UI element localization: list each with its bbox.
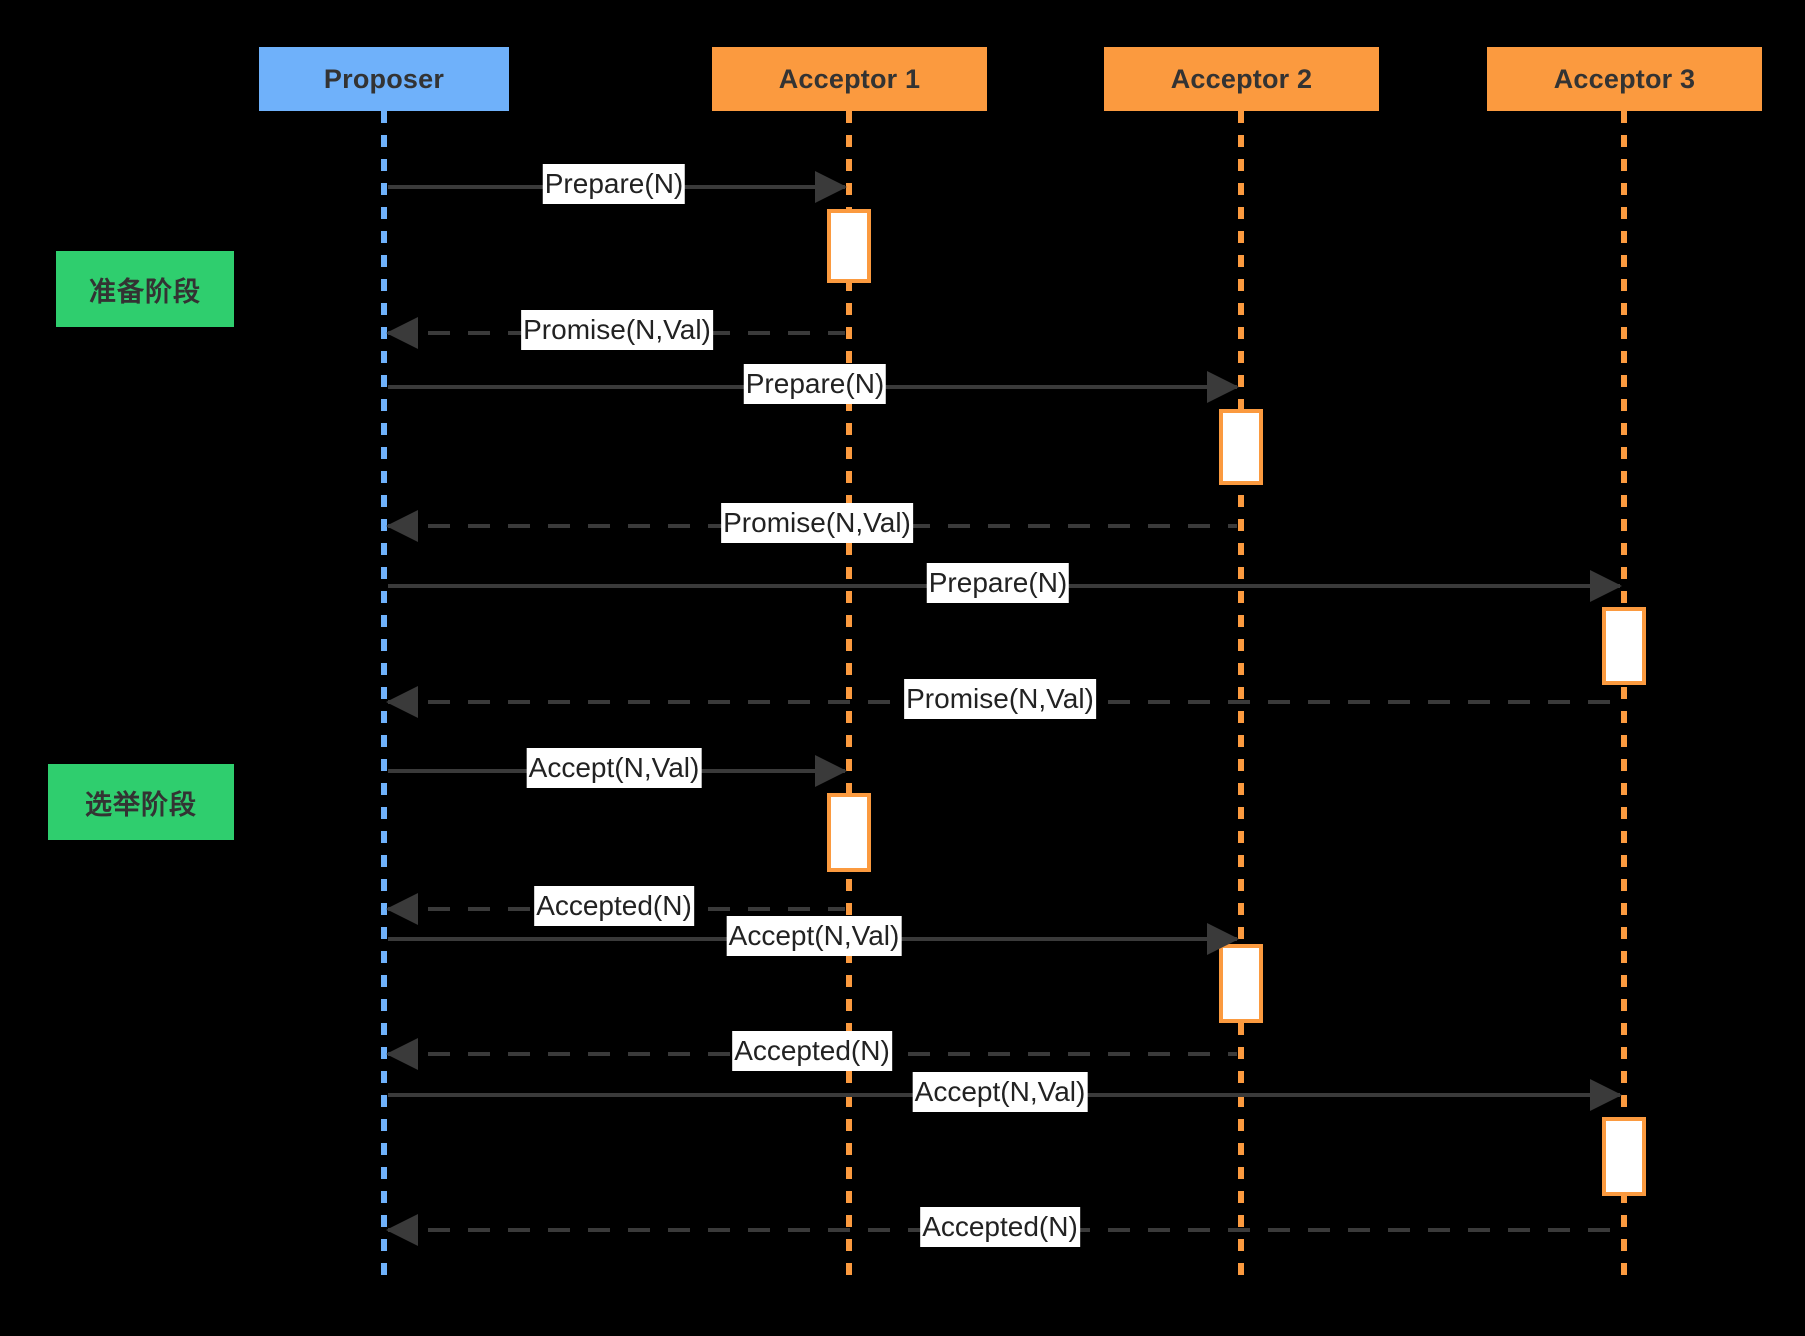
arrowhead-left-icon: [386, 317, 418, 349]
participant-acceptor3[interactable]: Acceptor 3: [1487, 47, 1762, 111]
message-label: Accept(N,Val): [526, 748, 702, 788]
participant-proposer[interactable]: Proposer: [259, 47, 509, 111]
activation-a1-accept: [827, 793, 871, 872]
lifeline-acceptor1: [846, 111, 852, 1280]
activation-a2-accept: [1219, 944, 1263, 1023]
participant-acceptor1[interactable]: Acceptor 1: [712, 47, 987, 111]
message-label: Promise(N,Val): [521, 310, 713, 350]
arrowhead-right-icon: [1207, 371, 1239, 403]
message-m8: Accepted(N): [386, 886, 845, 926]
message-m3: Prepare(N): [388, 364, 1239, 404]
arrowhead-right-icon: [815, 755, 847, 787]
participant-label: Acceptor 1: [778, 63, 921, 94]
message-label: Promise(N,Val): [904, 679, 1096, 719]
message-m9: Accept(N,Val): [388, 916, 1239, 956]
message-m12: Accepted(N): [386, 1207, 1620, 1247]
message-label: Promise(N,Val): [721, 503, 913, 543]
phase-note-label: 选举阶段: [85, 789, 197, 820]
lifeline-proposer: [381, 111, 387, 1280]
arrowhead-right-icon: [1590, 1079, 1622, 1111]
message-m4: Promise(N,Val): [386, 503, 1237, 543]
message-label: Prepare(N): [542, 164, 686, 204]
arrowhead-left-icon: [386, 1214, 418, 1246]
message-m5: Prepare(N): [388, 563, 1622, 603]
activation-a3-prepare: [1602, 607, 1646, 685]
message-label: Accepted(N): [534, 886, 694, 926]
arrowhead-right-icon: [815, 171, 847, 203]
message-m1: Prepare(N): [388, 164, 847, 204]
message-m7: Accept(N,Val): [388, 748, 847, 788]
message-label: Accept(N,Val): [912, 1072, 1088, 1112]
arrowhead-left-icon: [386, 893, 418, 925]
participant-label: Proposer: [323, 63, 445, 94]
message-m2: Promise(N,Val): [386, 310, 845, 350]
message-label: Prepare(N): [743, 364, 887, 404]
arrowhead-left-icon: [386, 510, 418, 542]
message-m6: Promise(N,Val): [386, 679, 1620, 719]
phase-note-election-phase: 选举阶段: [48, 764, 234, 840]
phase-note-prepare-phase: 准备阶段: [56, 251, 234, 327]
lifeline-acceptor2: [1238, 111, 1244, 1280]
message-m10: Accepted(N): [386, 1031, 1237, 1071]
activation-a3-accept: [1602, 1117, 1646, 1196]
message-label: Prepare(N): [926, 563, 1070, 603]
lifeline-acceptor3: [1621, 111, 1627, 1280]
participant-label: Acceptor 2: [1170, 63, 1313, 94]
message-label: Accepted(N): [920, 1207, 1080, 1247]
message-label: Accept(N,Val): [726, 916, 902, 956]
activation-a2-prepare: [1219, 409, 1263, 485]
message-m11: Accept(N,Val): [388, 1072, 1622, 1112]
arrowhead-left-icon: [386, 1038, 418, 1070]
activation-a1-prepare: [827, 209, 871, 283]
participant-label: Acceptor 3: [1553, 63, 1696, 94]
arrowhead-left-icon: [386, 686, 418, 718]
arrowhead-right-icon: [1207, 923, 1239, 955]
phase-note-label: 准备阶段: [89, 276, 201, 307]
message-label: Accepted(N): [732, 1031, 892, 1071]
participant-acceptor2[interactable]: Acceptor 2: [1104, 47, 1379, 111]
arrowhead-right-icon: [1590, 570, 1622, 602]
